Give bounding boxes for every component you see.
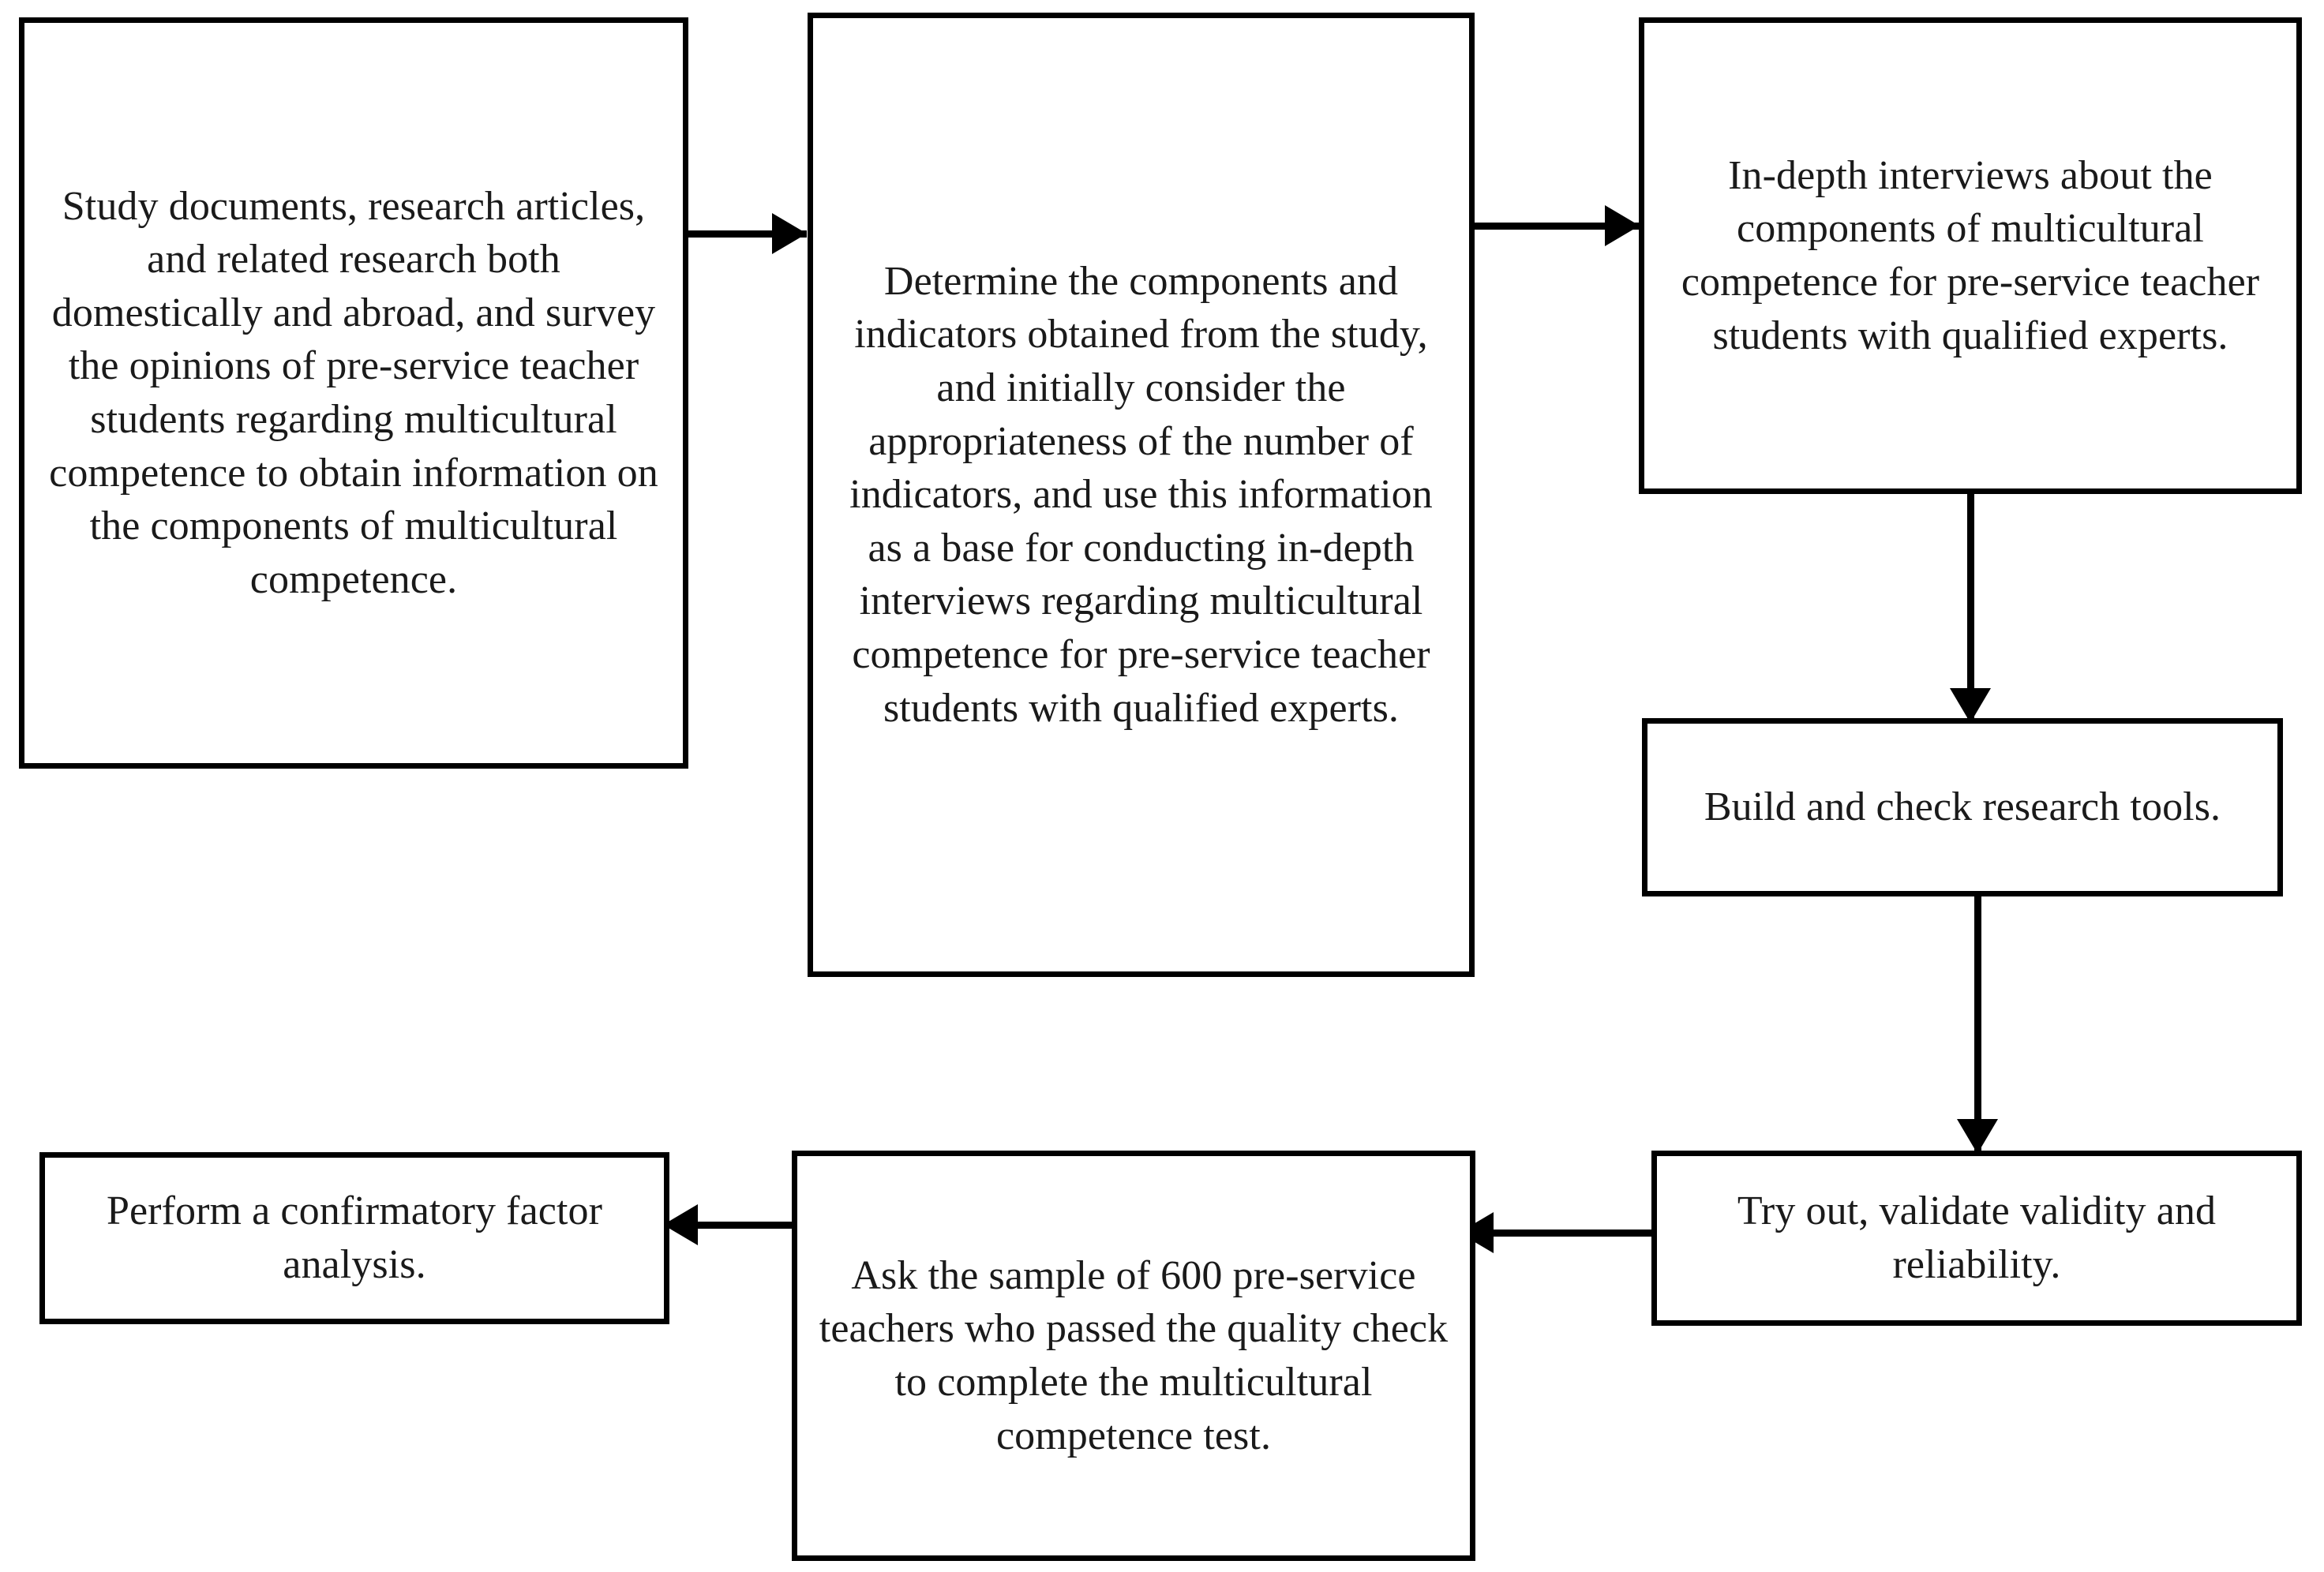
arrow-right-icon	[772, 213, 807, 254]
flow-node-label: Study documents, research articles, and …	[49, 183, 658, 602]
flow-node-label: Ask the sample of 600 pre-service teache…	[819, 1252, 1449, 1458]
connector-line	[688, 1222, 799, 1229]
connector-line	[684, 230, 807, 238]
connector-line	[1484, 1230, 1655, 1237]
flow-node-label: Try out, validate validity and reliabili…	[1737, 1188, 2217, 1287]
connector-line	[1470, 223, 1642, 230]
arrow-right-icon	[1605, 205, 1640, 246]
flow-node-try-out-validate[interactable]: Try out, validate validity and reliabili…	[1651, 1151, 2302, 1326]
flow-node-ask-sample-600[interactable]: Ask the sample of 600 pre-service teache…	[792, 1151, 1475, 1561]
connector-line	[1974, 893, 1981, 1155]
flow-node-label: In-depth interviews about the components…	[1681, 152, 2260, 358]
flow-node-study-documents[interactable]: Study documents, research articles, and …	[19, 17, 688, 769]
flow-node-determine-components[interactable]: Determine the components and indicators …	[808, 13, 1475, 977]
flow-node-label: Build and check research tools.	[1704, 784, 2221, 830]
flow-node-label: Determine the components and indicators …	[849, 258, 1433, 731]
arrow-down-icon	[1957, 1119, 1998, 1154]
connector-line	[1967, 492, 1974, 723]
flow-node-in-depth-interviews[interactable]: In-depth interviews about the components…	[1639, 17, 2302, 494]
arrow-down-icon	[1950, 688, 1991, 723]
flow-node-confirmatory-factor-analysis[interactable]: Perform a confirmatory factor analysis.	[39, 1152, 669, 1324]
flow-node-build-check-tools[interactable]: Build and check research tools.	[1642, 718, 2283, 896]
flow-node-label: Perform a confirmatory factor analysis.	[106, 1188, 603, 1287]
